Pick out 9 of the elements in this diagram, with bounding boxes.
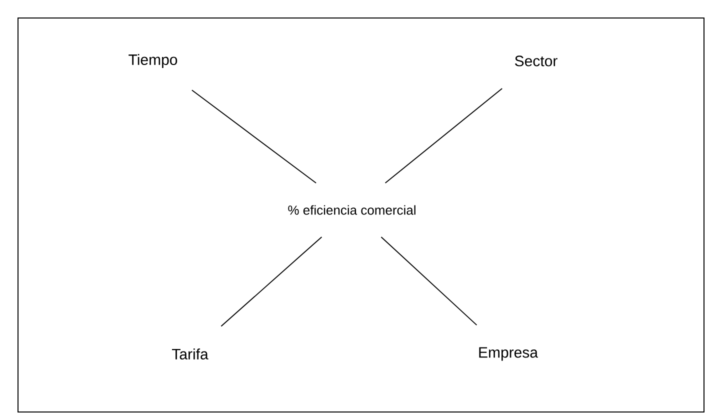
connector-line <box>220 236 322 327</box>
connector-line <box>191 90 317 184</box>
term-label: Empresa <box>479 347 538 361</box>
connector-line <box>380 236 478 326</box>
term-label: Tiempo <box>128 54 178 68</box>
connector-line <box>384 88 503 184</box>
term-label: Sector <box>515 56 558 66</box>
term-label: Tarifa <box>172 348 208 360</box>
center-label: % eficiencia comercial <box>288 205 416 215</box>
